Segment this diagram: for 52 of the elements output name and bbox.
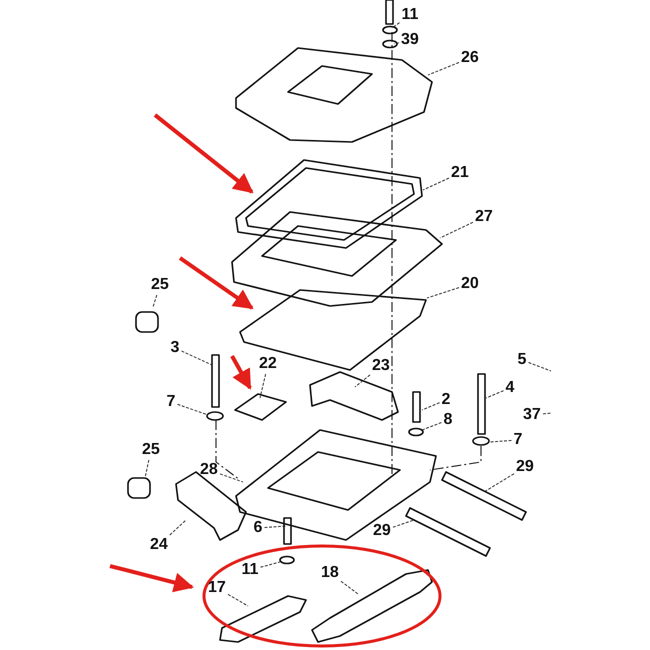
leader-line	[528, 362, 552, 372]
callout-number: 8	[444, 412, 452, 428]
leader-line	[422, 422, 442, 430]
callout-number: 37	[523, 407, 541, 423]
callout-number: 27	[475, 209, 493, 225]
callout-number: 22	[259, 356, 277, 372]
leader-line	[340, 580, 358, 594]
leader-line	[392, 520, 414, 528]
leader-line	[486, 390, 504, 398]
leader-line	[440, 222, 474, 238]
callout-number: 28	[200, 462, 218, 478]
leader-line	[354, 374, 370, 388]
leader-line	[484, 473, 514, 492]
callout-number: 29	[516, 459, 534, 475]
callout-number: 7	[514, 432, 522, 448]
leader-line	[264, 526, 286, 528]
callout-number: 23	[372, 358, 390, 374]
leader-line	[490, 440, 512, 442]
callout-number: 26	[461, 50, 479, 66]
callout-number: 20	[461, 276, 479, 292]
callout-number: 11	[402, 7, 418, 23]
callout-number: 3	[170, 340, 180, 356]
leader-line	[144, 460, 150, 478]
leader-line	[177, 404, 208, 416]
leader-line	[392, 22, 400, 28]
leader-line	[422, 402, 440, 410]
callout-number: 2	[442, 392, 450, 408]
leader-line	[428, 62, 460, 76]
callout-number: 11	[242, 562, 258, 578]
callout-number: 25	[142, 442, 160, 458]
leader-line	[260, 374, 266, 398]
callout-number: 39	[401, 32, 419, 48]
leader-line	[220, 473, 244, 482]
leader-line	[228, 594, 248, 606]
leader-line	[422, 178, 450, 190]
callout-number: 24	[150, 537, 168, 553]
leader-line	[152, 294, 158, 308]
leader-line	[394, 42, 400, 44]
callout-number: 7	[166, 394, 176, 410]
callout-number: 5	[518, 352, 526, 368]
callout-number: 21	[451, 165, 469, 181]
callout-number: 18	[321, 565, 339, 581]
callout-number: 17	[208, 580, 226, 596]
callout-number: 4	[506, 380, 514, 396]
leader-line	[542, 412, 552, 414]
leader-line	[260, 562, 280, 568]
callout-number: 6	[254, 520, 262, 536]
leader-line	[181, 350, 212, 366]
callout-number: 25	[151, 277, 169, 293]
leader-line	[426, 287, 460, 298]
callout-number: 29	[373, 523, 391, 539]
leader-line	[169, 520, 186, 536]
